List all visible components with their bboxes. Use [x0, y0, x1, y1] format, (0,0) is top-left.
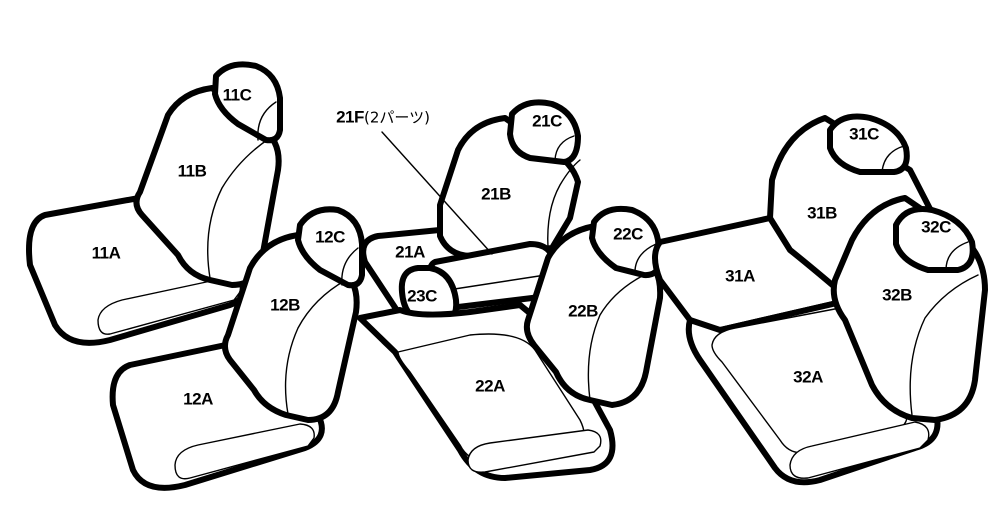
seat-12 — [109, 206, 365, 491]
leader-line-21F — [381, 131, 493, 255]
seat-22 — [357, 205, 664, 481]
seat-21 — [360, 99, 581, 334]
label-32A: 32A — [793, 367, 823, 386]
label-11A: 11A — [92, 243, 121, 262]
seat-11 — [26, 61, 283, 346]
part-12B-backrest — [222, 232, 360, 423]
part-12C-headrest — [295, 206, 365, 289]
label-31B: 31B — [807, 203, 837, 222]
label-31A: 31A — [725, 266, 755, 285]
label-22C: 22C — [613, 224, 643, 243]
part-32C-headrest — [893, 206, 976, 273]
label-23C: 23C — [407, 286, 437, 305]
part-labels: 11C 11B 11A 12C 12B 12A 21F (2パーツ) 21C 2… — [92, 85, 952, 408]
label-21F-note: (2パーツ) — [364, 109, 430, 127]
part-31C-headrest — [827, 113, 910, 175]
label-21F: 21F — [336, 107, 364, 126]
label-32C: 32C — [921, 217, 951, 236]
label-12A: 12A — [183, 389, 213, 408]
label-21B: 21B — [481, 184, 511, 203]
label-11C: 11C — [223, 85, 252, 104]
label-21C: 21C — [532, 111, 562, 130]
label-22A: 22A — [475, 376, 505, 395]
label-12C: 12C — [315, 227, 345, 246]
label-11B: 11B — [178, 161, 207, 180]
part-21C-headrest — [507, 99, 581, 165]
part-11C-headrest — [212, 61, 283, 144]
seat-31-32 — [652, 113, 988, 486]
label-31C: 31C — [849, 124, 879, 143]
label-21A: 21A — [395, 242, 425, 261]
label-32B: 32B — [882, 285, 912, 304]
label-12B: 12B — [270, 295, 300, 314]
label-22B: 22B — [568, 301, 598, 320]
